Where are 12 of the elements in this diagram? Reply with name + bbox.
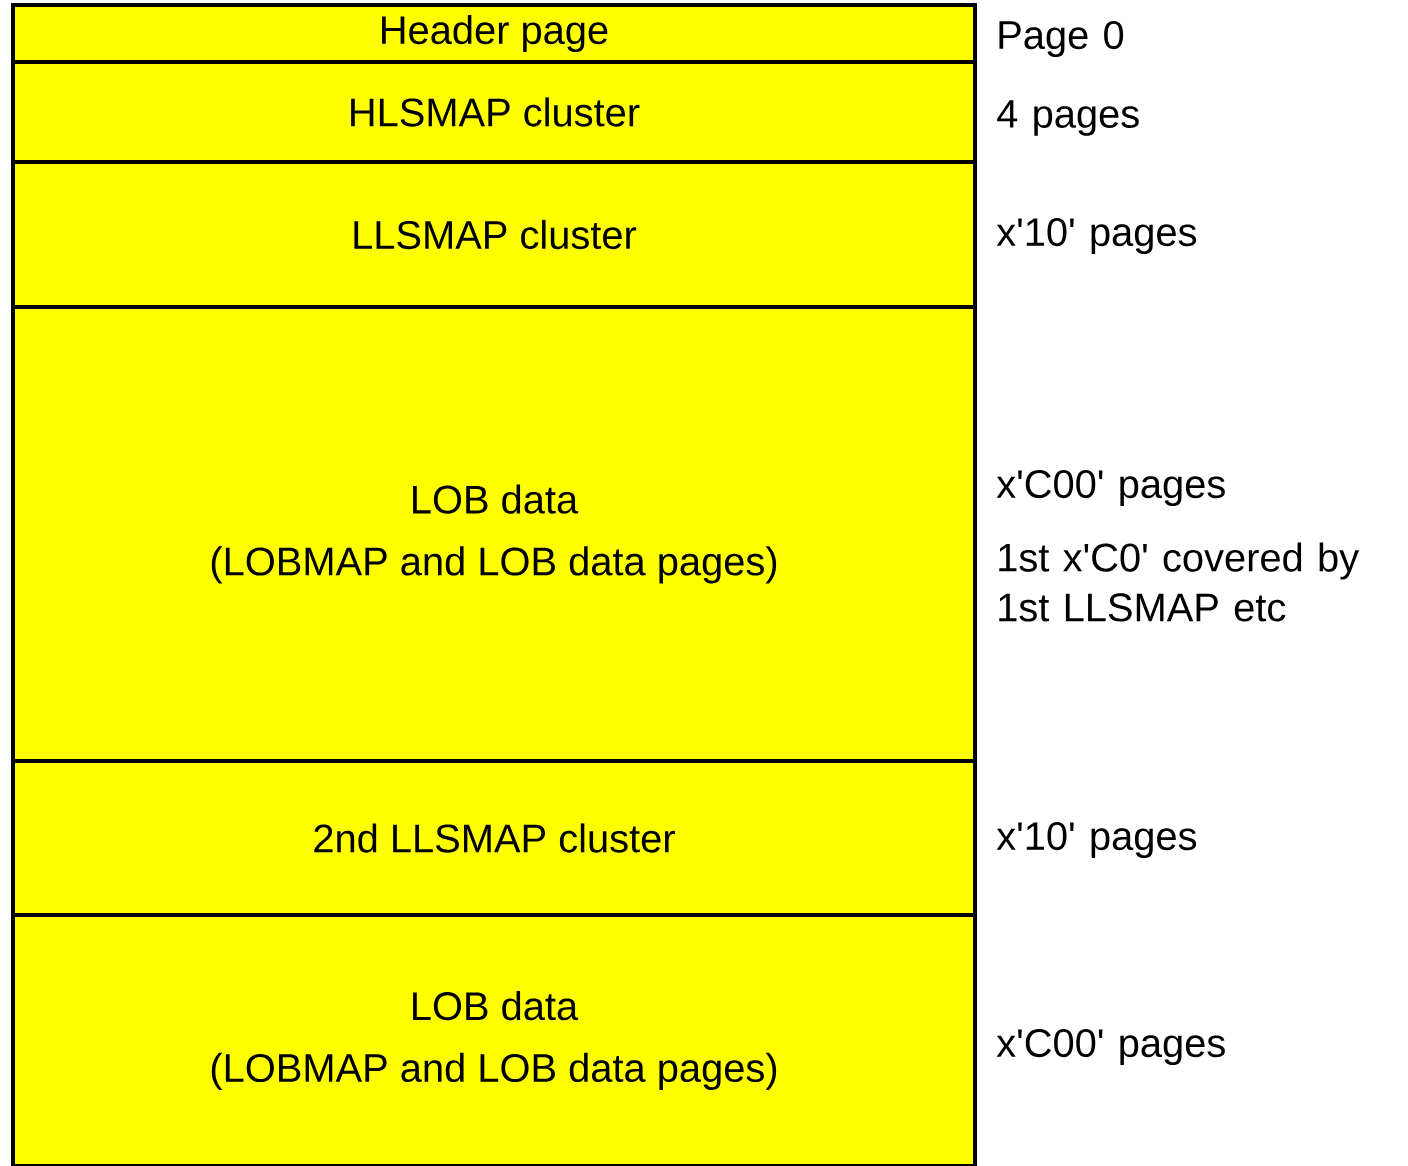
memory-band: LLSMAP cluster	[11, 160, 977, 309]
memory-band: LOB data (LOBMAP and LOB data pages)	[11, 913, 977, 1166]
memory-band: Header page	[11, 3, 977, 64]
size-label: x'10' pages	[996, 217, 1197, 255]
size-label: 1st x'C0' covered by 1st LLSMAP etc	[999, 542, 1359, 622]
size-label: x'C00' pages	[996, 1028, 1225, 1066]
size-label: x'C00' pages	[996, 469, 1225, 507]
size-label: Page 0	[999, 20, 1124, 58]
memory-band: HLSMAP cluster	[11, 60, 977, 164]
size-label: x'10' pages	[996, 821, 1197, 859]
size-label: 4 pages	[997, 100, 1139, 136]
memory-band: 2nd LLSMAP cluster	[11, 759, 977, 917]
